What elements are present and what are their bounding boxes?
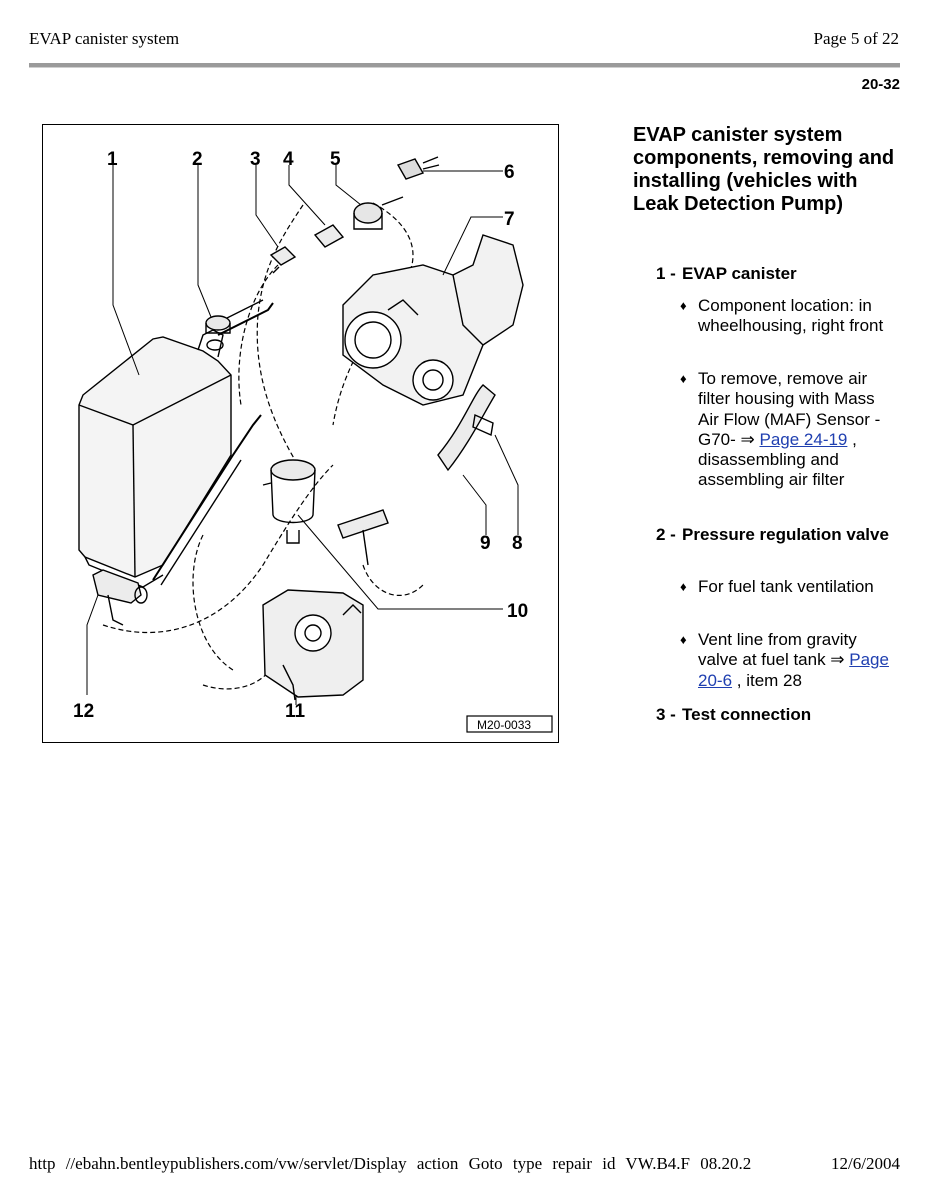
callout-8: 8 — [512, 533, 523, 554]
evap-system-diagram: 1 2 3 4 5 6 7 8 9 10 11 12 M20-0033 — [42, 124, 559, 743]
item-1-bullet-2: ♦ To remove, remove air filter housing w… — [680, 369, 890, 491]
evap-canister-shape — [78, 336, 232, 578]
item-2-bullet-2: ♦ Vent line from gravity valve at fuel t… — [680, 630, 890, 691]
diamond-bullet-icon: ♦ — [680, 298, 687, 313]
item-1-number: 1 - — [656, 264, 676, 283]
callout-10: 10 — [507, 601, 528, 622]
page-24-19-link[interactable]: Page 24-19 — [759, 429, 848, 449]
callout-3: 3 — [250, 149, 261, 170]
bullet-text: Component location: in wheelhousing, rig… — [698, 296, 884, 336]
bullet-text: To remove, remove air filter housing wit… — [698, 369, 881, 449]
item-3-heading: 3 - Test connection — [656, 705, 906, 725]
callout-7: 7 — [504, 209, 515, 230]
diamond-bullet-icon: ♦ — [680, 632, 687, 647]
section-title: EVAP canister system components, removin… — [633, 124, 895, 215]
item-2-number: 2 - — [656, 525, 676, 544]
figure-reference-code: M20-0033 — [477, 718, 531, 732]
callout-4: 4 — [283, 149, 294, 170]
footer-date: 12/6/2004 — [831, 1154, 900, 1173]
callout-5: 5 — [330, 149, 341, 170]
bullet-text-after: , item 28 — [732, 670, 802, 690]
document-title: EVAP canister system — [29, 29, 180, 48]
item-1-heading: 1 - EVAP canister — [656, 264, 906, 284]
header-divider — [29, 63, 900, 68]
callout-1: 1 — [107, 149, 118, 170]
item-3-number: 3 - — [656, 705, 676, 724]
footer-url: http //ebahn.bentleypublishers.com/vw/se… — [29, 1154, 752, 1173]
page-indicator: Page 5 of 22 — [813, 29, 899, 48]
callout-9: 9 — [480, 533, 491, 554]
diamond-bullet-icon: ♦ — [680, 579, 687, 594]
item-1-label: EVAP canister — [682, 264, 797, 283]
item-3-label: Test connection — [682, 705, 812, 724]
callout-6: 6 — [504, 162, 515, 183]
item-2-label: Pressure regulation valve — [682, 525, 889, 544]
item-2-bullet-1: ♦ For fuel tank ventilation — [680, 577, 890, 597]
page-20-6-link[interactable]: Page 20-6 — [698, 650, 889, 690]
callout-2: 2 — [192, 149, 203, 170]
page-footer: http //ebahn.bentleypublishers.com/vw/se… — [29, 1154, 900, 1174]
diamond-bullet-icon: ♦ — [680, 371, 687, 386]
bullet-text: For fuel tank ventilation — [698, 577, 874, 596]
bullet-text: Vent line from gravity valve at fuel tan… — [698, 630, 857, 670]
callout-12: 12 — [73, 701, 94, 722]
item-1-bullet-1: ♦ Component location: in wheelhousing, r… — [680, 296, 890, 337]
callout-11: 11 — [285, 701, 306, 722]
bullet-text-after: , disassembling and assembling air filte… — [698, 429, 857, 490]
item-2-heading: 2 - Pressure regulation valve — [656, 525, 906, 545]
page-code: 20-32 — [861, 76, 900, 93]
